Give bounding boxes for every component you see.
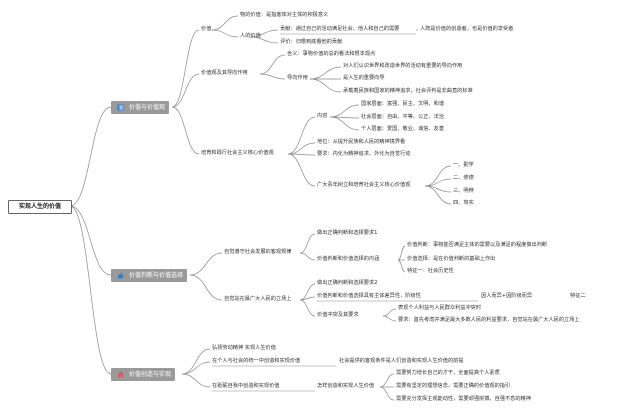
main-node-judgment-and-choice[interactable]: 价值判断与价值选择 — [111, 269, 188, 282]
node-label[interactable]: 价值判断和价值选择具有主体差异性，阶级性 — [317, 293, 421, 299]
node-label[interactable]: 做出正确判断和选择要求2 — [317, 280, 378, 286]
connector-line — [299, 233, 316, 254]
node-label[interactable]: 国家层面：富强、民主、文明、和谐 — [361, 101, 445, 107]
root-node[interactable]: 实现人生的价值 — [8, 200, 72, 214]
node-label[interactable]: 价值观及其导向作用 — [201, 70, 248, 76]
connector-line — [397, 259, 406, 273]
node-label[interactable]: 含义：事物价值的总的看法和根本观点 — [287, 51, 376, 57]
node-label[interactable]: 三、明辨 — [453, 188, 474, 194]
node-label[interactable]: 物的价值：是指客体对主体的积极意义 — [240, 12, 329, 18]
connector-line — [211, 29, 239, 38]
node-label[interactable]: 地位：从提升民族和人民的精神境界看 — [317, 139, 406, 145]
node-label[interactable]: 在个人与社会的统一中创造和实现价值 — [212, 358, 301, 364]
node-label[interactable]: 自觉遵守社会发展的客观规律 — [224, 249, 292, 255]
connector-line — [299, 299, 316, 317]
node-label[interactable]: 特征二 — [570, 293, 586, 299]
main-node-value-and-values[interactable]: 价值与价值观 — [111, 101, 170, 114]
node-label[interactable]: 特征一：社会历史性 — [407, 268, 454, 274]
connector-line — [181, 373, 211, 388]
node-label[interactable]: 做出正确判断和选择要求1 — [317, 230, 378, 236]
node-label[interactable]: 在砥砺自我中创造和实现价值 — [212, 383, 280, 389]
home-icon — [117, 371, 124, 378]
node-label[interactable]: 二、修德 — [453, 175, 474, 181]
node-label[interactable]: 内容 — [317, 113, 328, 119]
main-node-label: 价值创造与实现 — [129, 371, 172, 378]
node-label[interactable]: 自觉站在最广大人民的立场上 — [224, 296, 292, 302]
connector-line — [287, 116, 316, 155]
connector-line — [379, 373, 395, 388]
connector-line — [299, 252, 316, 261]
connector-line — [299, 283, 316, 301]
connector-line — [424, 165, 452, 187]
connector-line — [189, 252, 223, 276]
node-label[interactable]: 贡献：通过自己的活动满足社会、他人和自己的需要 — [280, 26, 400, 32]
node-label[interactable]: 个人层面：爱国、敬业、诚信、友善 — [361, 126, 445, 132]
node-label[interactable]: 社会层面：自由、平等、公正、法治 — [361, 114, 445, 120]
node-label[interactable]: 是人生的重要向导 — [343, 75, 385, 81]
connector-line — [287, 153, 316, 187]
connector-line — [181, 348, 211, 375]
node-label[interactable]: 评价：归根到底看他的贡献 — [280, 39, 343, 45]
node-label[interactable]: 价值冲突及其要求 — [317, 312, 359, 318]
node-label[interactable]: 需要充分发挥主观能动性，需要顽强拼搏，自强不息的精神 — [396, 396, 531, 402]
main-node-label: 价值与价值观 — [129, 104, 166, 111]
node-label[interactable]: 一、勤学 — [453, 162, 474, 168]
main-node-creation-and-realization[interactable]: 价值创造与实现 — [111, 368, 176, 381]
connector-line — [181, 361, 211, 375]
node-label[interactable]: 要求：内化为精神追求、外化为自觉行动 — [317, 151, 411, 157]
connector-line — [171, 106, 200, 155]
connector-line — [211, 15, 239, 31]
node-label[interactable]: 广大青年树立和培育社会主义核心价值观 — [317, 182, 411, 188]
node-label[interactable]: 怎样创造和实现人生价值 — [317, 383, 375, 389]
node-label[interactable]: 四、笃实 — [453, 200, 474, 206]
connector-line — [329, 116, 360, 131]
connector-line — [69, 205, 112, 375]
connector-line — [171, 29, 200, 108]
connector-line — [189, 274, 223, 301]
connector-line — [249, 36, 279, 44]
node-label[interactable]: 表现个人利益与人民群众利益冲突时 — [398, 305, 482, 311]
connector-line — [382, 308, 397, 317]
node-label[interactable]: 价值选择：是在价值判断的基础上作出 — [407, 256, 496, 262]
node-label[interactable]: 人的价值 — [240, 33, 261, 39]
node-label[interactable]: 培育和践行社会主义核心价值观 — [201, 150, 274, 156]
connector-line — [309, 78, 342, 93]
book-icon — [117, 104, 124, 111]
node-label[interactable]: 需要努力增长自己的才干，全面提高个人素质 — [396, 370, 500, 376]
node-label[interactable]: 导向作用 — [287, 75, 308, 81]
node-label[interactable]: 要求：首先考虑并满足最大多数人民的利益要求，自觉站在最广大人民的立场上 — [398, 317, 580, 323]
node-label[interactable]: 社会提供的客观条件是人们创造和实现人生价值的前提 — [339, 358, 464, 364]
connector-line — [287, 153, 316, 156]
connector-line — [379, 386, 395, 401]
connector-line — [171, 73, 200, 108]
node-label[interactable]: 承载着民族和国家的精神追求，社会评判是非曲直的标准 — [343, 88, 473, 94]
fire-icon — [117, 272, 124, 279]
node-label[interactable]: 人既是价值的创造者，也是价值的享受者 — [420, 26, 514, 32]
node-label[interactable]: 价值判断和价值选择的内涵 — [317, 256, 380, 262]
connector-line — [397, 245, 406, 261]
connector-line — [259, 73, 286, 80]
node-label[interactable]: 弘扬劳动精神 实现人生价值 — [212, 345, 276, 351]
node-label[interactable]: 需要有坚定的理想信念，需要正确的价值观的指引 — [396, 383, 511, 389]
connector-line — [424, 185, 452, 205]
main-node-label: 价值判断与价值选择 — [129, 272, 184, 279]
connector-line — [309, 66, 342, 80]
connector-line — [382, 315, 397, 322]
connector-line — [69, 205, 112, 276]
node-label[interactable]: 因人而异+因阶级而异 — [481, 293, 533, 299]
node-label[interactable]: 价值判断：事物能否满足主体的需要以及满足的程度做出判断 — [407, 242, 548, 248]
connector-line — [69, 106, 112, 207]
connector-line — [329, 104, 360, 118]
connector-line — [299, 296, 316, 301]
connector-line — [259, 54, 286, 75]
node-label[interactable]: 价值 — [201, 26, 212, 32]
node-label[interactable]: 对人们认识世界和改造世界的活动有重要的导向作用 — [343, 63, 463, 69]
